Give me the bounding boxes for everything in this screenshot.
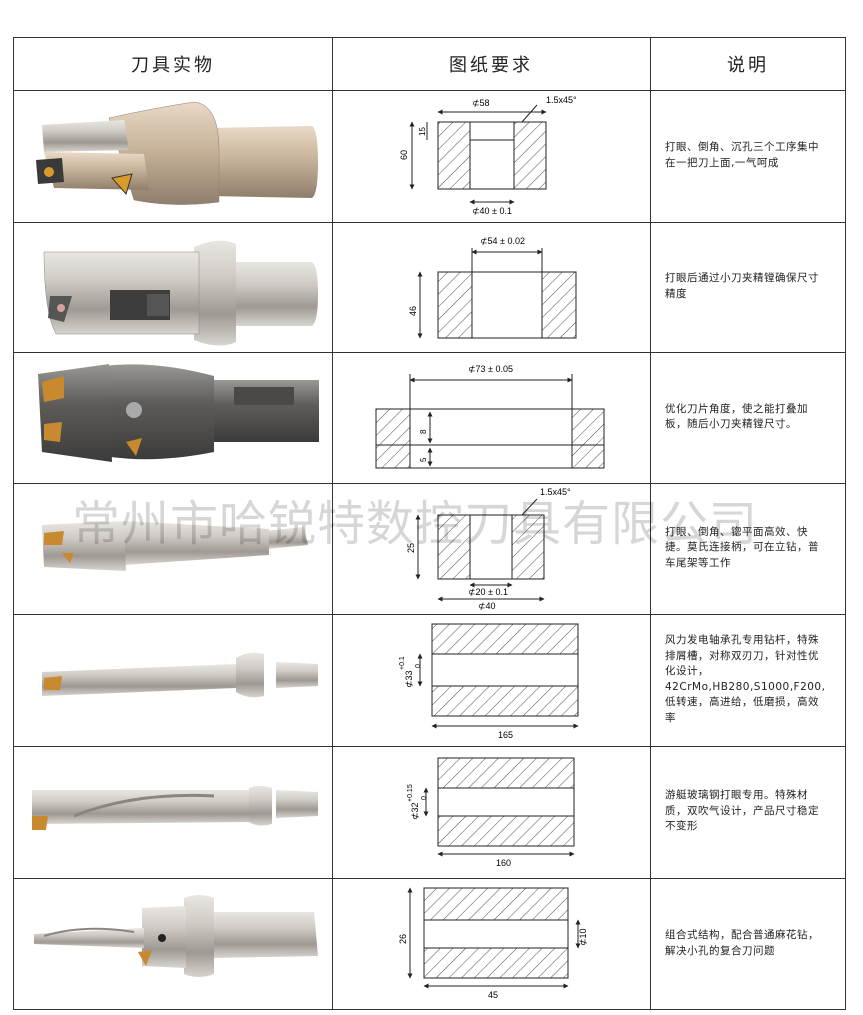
row-divider: [14, 614, 845, 615]
description-text: 打眼、倒角、沉孔三个工序集中在一把刀上面,一气呵成: [665, 141, 819, 169]
description-cell: 风力发电轴承孔专用钻杆，特殊排屑槽，对称双刃刀，针对性优化设计，42CrMo,H…: [650, 614, 832, 745]
spec-table: 刀具实物 图纸要求 说明: [13, 37, 846, 1010]
tool-photo: [14, 90, 331, 221]
tool-photo: [14, 614, 331, 745]
svg-text:⊄10: ⊄10: [578, 928, 588, 946]
description-text: 风力发电轴承孔专用钻杆，特殊排屑槽，对称双刃刀，针对性优化设计，42CrMo,H…: [665, 634, 826, 724]
svg-text:1.5x45°: 1.5x45°: [546, 95, 577, 105]
svg-text:+0.15: +0.15: [407, 784, 414, 802]
header-drawing: 图纸要求: [449, 55, 533, 76]
svg-text:⊄40 ± 0.1: ⊄40 ± 0.1: [472, 206, 512, 216]
description-text: 组合式结构，配合普通麻花钻，解决小孔的复合刀问题: [665, 929, 819, 957]
svg-text:45: 45: [488, 990, 498, 1000]
row-divider: [14, 90, 845, 91]
svg-text:165: 165: [498, 730, 513, 740]
combined-twist-drill-tool-icon: [34, 895, 318, 977]
svg-text:160: 160: [496, 858, 511, 868]
description-cell: 打眼、倒角、沉孔三个工序集中在一把刀上面,一气呵成: [650, 90, 832, 221]
drawing: 26 ⊄10 45: [332, 878, 649, 1009]
svg-text:⊄54 ± 0.02: ⊄54 ± 0.02: [480, 236, 525, 246]
description-text: 打眼后通过小刀夹精镗确保尺寸精度: [665, 272, 819, 300]
step-drill-tool-icon: [36, 101, 318, 205]
svg-text:⊄58: ⊄58: [472, 98, 490, 108]
row-divider: [14, 483, 845, 484]
drawing: ⊄54 ± 0.02 46: [332, 222, 649, 351]
row-divider: [14, 352, 845, 353]
svg-text:15: 15: [418, 127, 427, 136]
morse-taper-drill-tool-icon: [42, 521, 308, 571]
company-watermark: 常州市哈锐特数控刀具有限公司: [72, 496, 759, 552]
svg-text:46: 46: [408, 306, 418, 316]
tool-photo: [14, 352, 331, 482]
description-cell: 打眼、倒角、锪平面高效、快捷。莫氏连接柄，可在立钻，普车尾架等工作: [650, 483, 832, 613]
tool-photo: [14, 222, 331, 351]
tool-photo: [14, 483, 331, 613]
tool-photo: [14, 746, 331, 877]
drawing: ⊄33 +0.1 0 165: [332, 614, 649, 745]
description-cell: 打眼后通过小刀夹精镗确保尺寸精度: [650, 222, 832, 351]
drawing-bore: ⊄54 ± 0.02 46: [408, 236, 577, 339]
svg-text:+0.1: +0.1: [399, 656, 406, 670]
svg-text:⊄20 ± 0.1: ⊄20 ± 0.1: [468, 587, 508, 597]
stacking-drill-tool-icon: [38, 364, 319, 462]
svg-text:25: 25: [406, 543, 416, 553]
drawing: ⊄32 +0.15 0 160: [332, 746, 649, 877]
drawing: 1.5x45° 25 ⊄20 ± 0.1 ⊄40: [332, 483, 649, 613]
column-divider: [650, 38, 651, 1009]
description-text: 优化刀片角度，使之能打叠加板，随后小刀夹精镗尺寸。: [665, 402, 808, 431]
svg-text:⊄33: ⊄33: [404, 670, 414, 688]
wind-power-drill-tool-icon: [42, 652, 318, 698]
drawing-combined-hole: 26 ⊄10 45: [398, 887, 588, 1000]
svg-text:0: 0: [415, 664, 422, 668]
svg-text:26: 26: [398, 934, 408, 944]
drawing-morse-hole: 1.5x45° 25 ⊄20 ± 0.1 ⊄40: [406, 487, 571, 611]
drawing-stacked-plate: ⊄73 ± 0.05 8 5: [375, 364, 605, 469]
description-cell: 组合式结构，配合普通麻花钻，解决小孔的复合刀问题: [650, 878, 832, 1009]
description-text: 游艇玻璃钢打眼专用。特殊材质，双吹气设计，产品尺寸稳定不变形: [665, 789, 819, 833]
fiberglass-drill-tool-icon: [32, 786, 318, 830]
svg-text:1.5x45°: 1.5x45°: [540, 487, 571, 497]
boring-drill-tool-icon: [43, 240, 318, 346]
svg-text:⊄73 ± 0.05: ⊄73 ± 0.05: [468, 364, 513, 374]
svg-text:5: 5: [419, 457, 428, 462]
description-cell: 游艇玻璃钢打眼专用。特殊材质，双吹气设计，产品尺寸稳定不变形: [650, 746, 832, 877]
svg-text:⊄40: ⊄40: [478, 601, 496, 611]
description-text: 打眼、倒角、锪平面高效、快捷。莫氏连接柄，可在立钻，普车尾架等工作: [665, 525, 819, 569]
column-divider: [332, 38, 333, 1009]
svg-text:8: 8: [419, 429, 428, 434]
drawing: ⊄73 ± 0.05 8 5: [332, 352, 649, 482]
drawing-step-hole: ⊄58 1.5x45° 60 15 ⊄40 ± 0.1: [399, 95, 577, 216]
drawing-long-hole-160: ⊄32 +0.15 0 160: [407, 757, 575, 868]
svg-text:0: 0: [421, 796, 428, 800]
drawing-long-hole-165: ⊄33 +0.1 0 165: [399, 623, 579, 740]
row-divider: [14, 222, 845, 223]
row-divider: [14, 878, 845, 879]
description-cell: 优化刀片角度，使之能打叠加板，随后小刀夹精镗尺寸。: [650, 352, 832, 482]
svg-text:60: 60: [399, 150, 409, 160]
drawing: ⊄58 1.5x45° 60 15 ⊄40 ± 0.1: [332, 90, 649, 221]
tool-photo: [14, 878, 331, 1009]
header-tool-photo: 刀具实物: [131, 55, 215, 76]
svg-text:⊄32: ⊄32: [410, 802, 420, 820]
row-divider: [14, 746, 845, 747]
header-description: 说明: [727, 55, 769, 76]
